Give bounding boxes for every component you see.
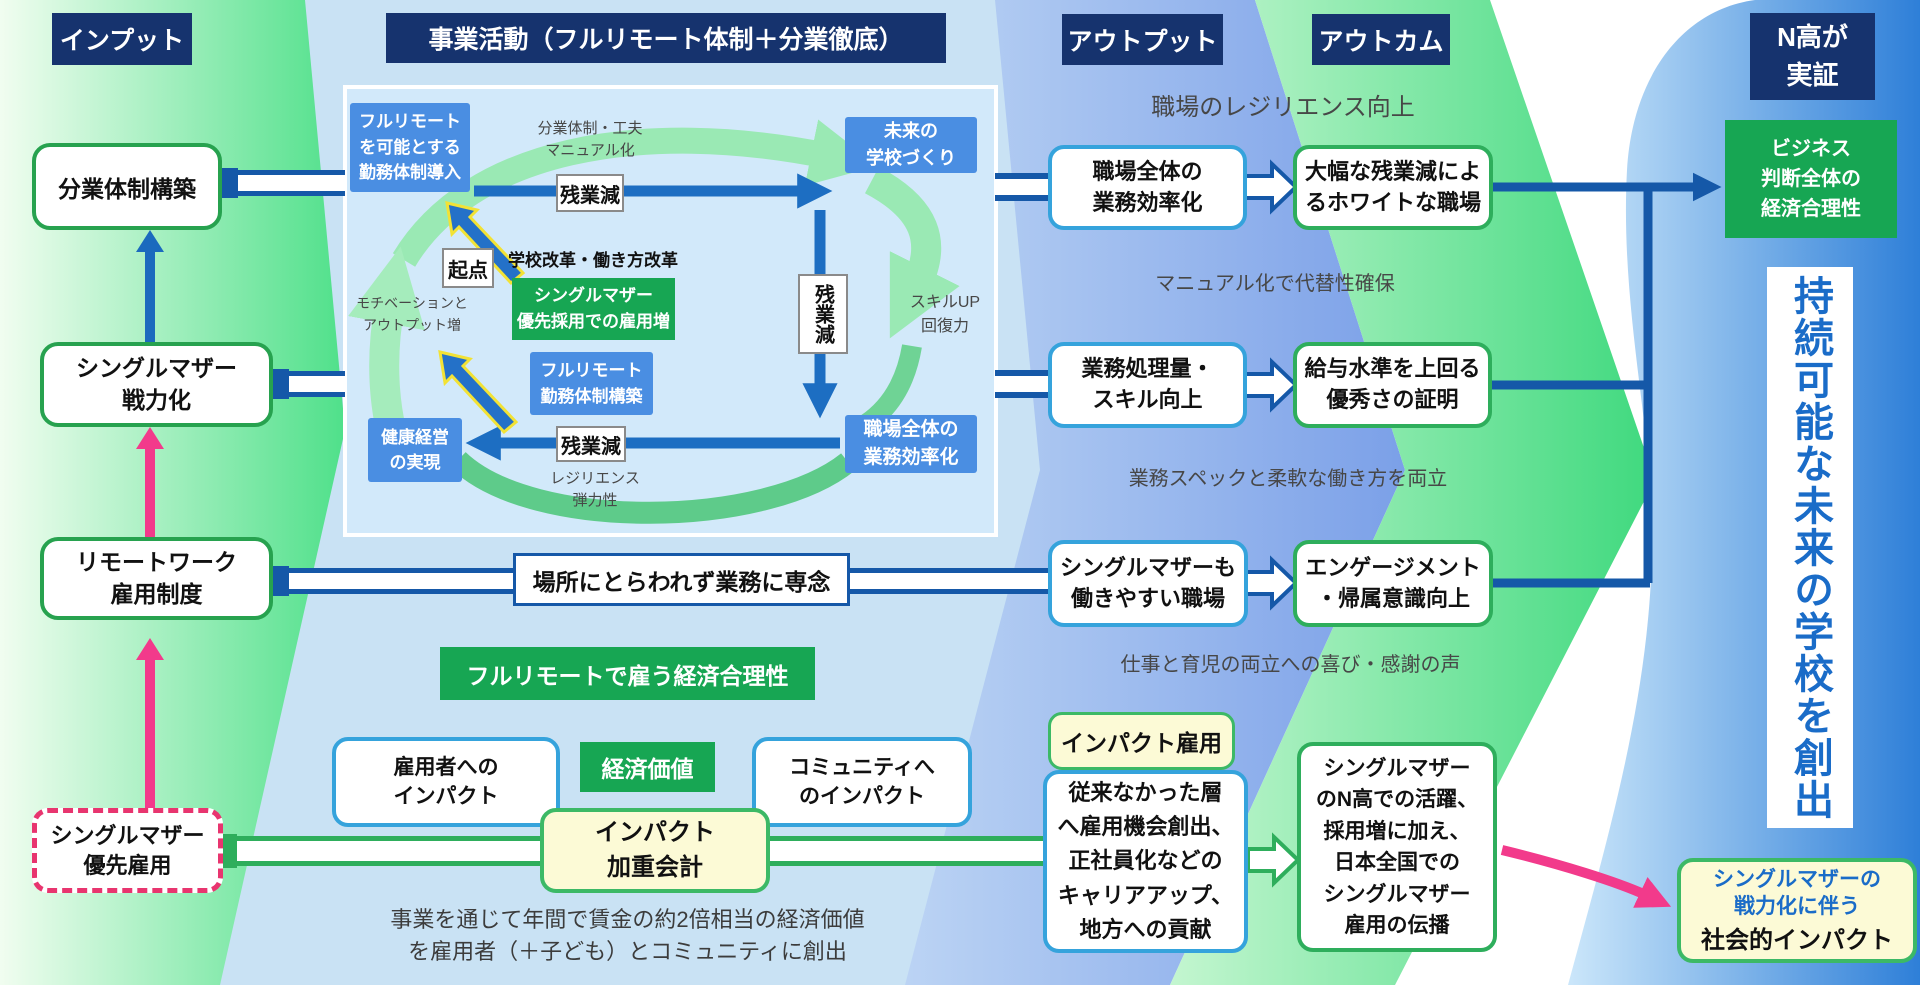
- economic-value-box: 経済価値: [580, 742, 715, 792]
- impact-employment-label: インパクト雇用: [1048, 712, 1235, 770]
- annotation-manual: マニュアル化で代替性確保: [1155, 272, 1395, 295]
- panel-overtime-mid-label: 残業減: [798, 274, 848, 354]
- panel-future-school-box: 未来の 学校づくり: [845, 117, 977, 173]
- input-division-box: 分業体制構築: [32, 143, 222, 230]
- header-nko: N高が 実証: [1750, 13, 1875, 100]
- output-opportunity-box: 従来なかった層 へ雇用機会創出、 正社員化などの キャリアアップ、 地方への貢献: [1043, 770, 1248, 953]
- panel-reform-title: 学校改革・働き方改革: [508, 250, 678, 270]
- vision-vertical-banner: 持続可能な未来の学校を創出: [1767, 267, 1853, 828]
- employer-impact-box: 雇用者への インパクト: [332, 737, 560, 827]
- annotation-spec: 業務スペックと柔軟な働き方を両立: [1128, 467, 1448, 490]
- output-volume-box: 業務処理量・ スキル向上: [1048, 342, 1247, 428]
- community-impact-box: コミュニティへ のインパクト: [752, 737, 972, 827]
- input-remote-system-box: リモートワーク 雇用制度: [40, 537, 273, 620]
- panel-efficiency-box: 職場全体の 業務効率化: [845, 415, 977, 473]
- panel-origin-label: 起点: [442, 248, 494, 288]
- header-output: アウトプット: [1062, 14, 1223, 65]
- annotation-resilience-up: 職場のレジリエンス向上: [1151, 93, 1415, 121]
- panel-motivation-note: モチベーションと アウトプット増: [356, 295, 468, 333]
- economic-value-note: 事業を通じて年間で賃金の約2倍相当の経済価値 を雇用者（＋子ども）とコミュニティ…: [390, 907, 865, 964]
- panel-sm-hire-box: シングルマザー 優先採用での雇用増: [512, 278, 675, 340]
- social-impact-blue-text: シングルマザーの 戦力化に伴う: [1713, 867, 1881, 918]
- panel-kenko-box: 健康経営 の実現: [368, 418, 462, 482]
- panel-skillup-note: スキルUP 回復力: [909, 294, 981, 335]
- output-efficiency-box: 職場全体の 業務効率化: [1048, 145, 1247, 230]
- panel-division-note: 分業体制・工夫 マニュアル化: [537, 119, 643, 160]
- outcome-engagement-box: エンゲージメント ・帰属意識向上: [1293, 540, 1493, 627]
- basho-box: 場所にとらわれず業務に専念: [513, 553, 850, 606]
- panel-resilience-note: レジリエンス 弾力性: [550, 469, 640, 510]
- economic-rationality-banner: フルリモートで雇う経済合理性: [440, 647, 815, 700]
- header-activities: 事業活動（フルリモート体制＋分業徹底）: [386, 13, 946, 63]
- panel-overtime-top-label: 残業減: [556, 174, 624, 212]
- input-sm-priority-box: シングルマザー 優先雇用: [32, 808, 223, 893]
- header-input: インプット: [52, 13, 192, 65]
- outcome-spread-box: シングルマザー のN高での活躍、 採用増に加え、 日本全国での シングルマザー …: [1297, 742, 1497, 952]
- social-impact-box: シングルマザーの 戦力化に伴う 社会的インパクト: [1677, 858, 1917, 963]
- input-sm-strength-box: シングルマザー 戦力化: [40, 342, 273, 427]
- output-sm-workplace-box: シングルマザーも 働きやすい職場: [1048, 540, 1248, 627]
- panel-enable-box: フルリモート を可能とする 勤務体制導入: [350, 103, 470, 192]
- panel-overtime-bottom-label: 残業減: [556, 426, 626, 462]
- green-wedge: [0, 0, 345, 985]
- periwinkle-band: [905, 0, 1405, 985]
- outcome-salary-box: 給与水準を上回る 優秀さの証明: [1293, 342, 1492, 428]
- header-outcome: アウトカム: [1312, 14, 1450, 65]
- business-rationality-box: ビジネス 判断全体の 経済合理性: [1725, 120, 1897, 238]
- green-band: [1170, 0, 1655, 985]
- panel-build-box: フルリモート 勤務体制構築: [530, 352, 653, 415]
- social-impact-black-text: 社会的インパクト: [1701, 927, 1893, 955]
- impact-weighted-accounting-box: インパクト 加重会計: [540, 808, 770, 893]
- outcome-white-workplace-box: 大幅な残業減によ るホワイトな職場: [1293, 145, 1493, 230]
- annotation-joy: 仕事と育児の両立への喜び・感謝の声: [1120, 653, 1461, 676]
